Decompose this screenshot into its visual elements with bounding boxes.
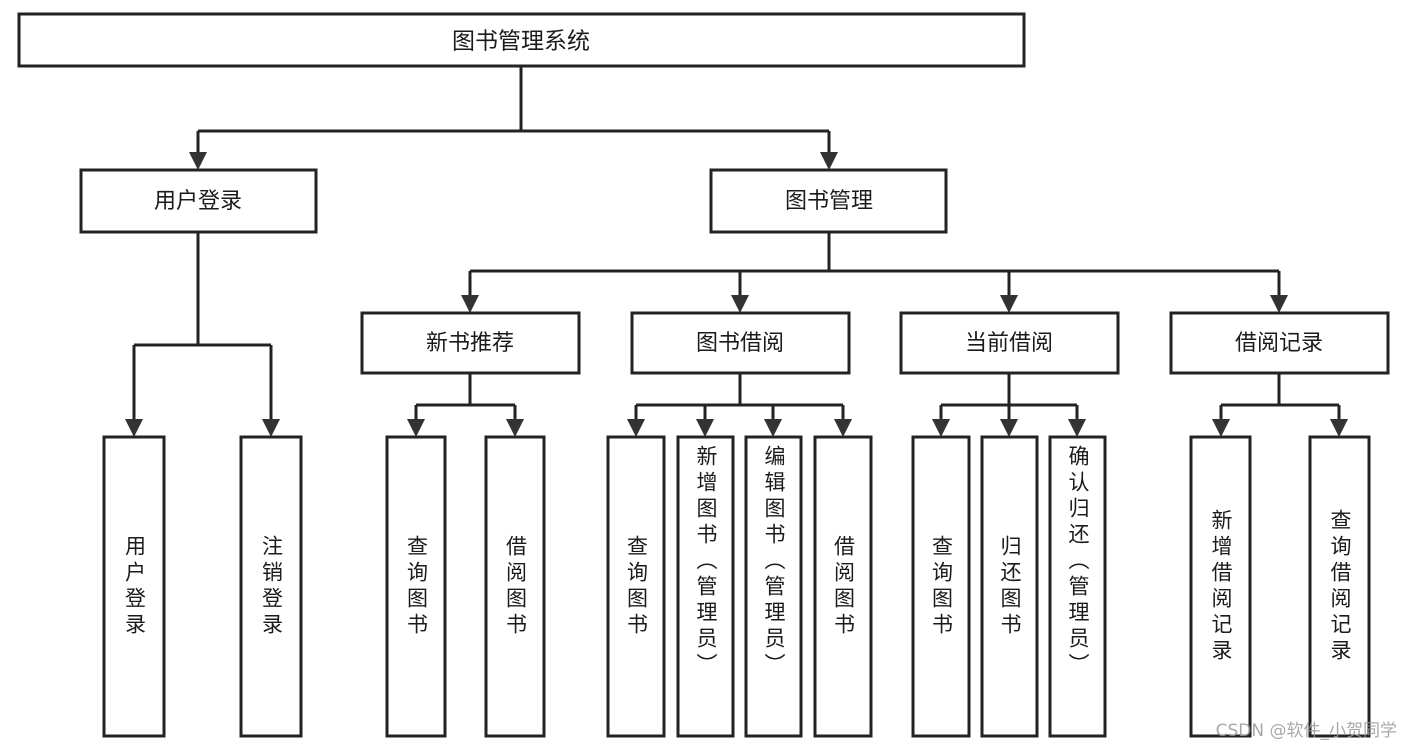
- connectors-bookborrow-to-leaves: [627, 373, 852, 437]
- leaf-edit-book[interactable]: [744, 435, 803, 738]
- node-new-book-recommend[interactable]: 新书推荐: [360, 311, 581, 375]
- node-root-label: 图书管理系统: [452, 29, 590, 55]
- arrow-to-leaf-borrow-book-1: [506, 419, 524, 437]
- arrow-to-leaf-add-record: [1212, 419, 1230, 437]
- arrow-to-leaf-query-book-2: [627, 419, 645, 437]
- leaf-return-book[interactable]: [980, 435, 1039, 738]
- arrow-to-leaf-add-book: [696, 419, 714, 437]
- arrow-to-leaf-query-book-3: [932, 419, 950, 437]
- node-book-borrow[interactable]: 图书借阅: [630, 311, 851, 375]
- connectors-bookmgmt-to-level3: [461, 232, 1288, 313]
- arrow-to-leaf-query-book-1: [407, 419, 425, 437]
- leaf-add-record[interactable]: [1189, 435, 1252, 738]
- leaf-query-book-3[interactable]: [911, 435, 971, 738]
- watermark-text: CSDN @软件_小贺同学: [1215, 721, 1397, 741]
- leaf-logout[interactable]: [239, 435, 303, 738]
- arrow-to-leaf-user-login: [125, 419, 143, 437]
- connectors-userlogin-to-leaves: [125, 232, 280, 437]
- arrow-to-current-borrow: [1000, 295, 1018, 313]
- leaf-borrow-book-1[interactable]: [484, 435, 546, 738]
- arrow-to-leaf-logout: [262, 419, 280, 437]
- node-book-management-label: 图书管理: [785, 189, 873, 214]
- arrow-to-leaf-borrow-book-2: [834, 419, 852, 437]
- leaf-query-book-2[interactable]: [606, 435, 666, 738]
- connectors-root-to-level2: [189, 66, 838, 170]
- arrow-to-book-borrow: [731, 295, 749, 313]
- arrow-to-leaf-confirm-return: [1068, 419, 1086, 437]
- leaf-query-book-1[interactable]: [385, 435, 447, 738]
- node-current-borrow[interactable]: 当前借阅: [899, 311, 1120, 375]
- connectors-newbook-to-leaves: [407, 373, 524, 437]
- arrow-to-borrow-record: [1270, 295, 1288, 313]
- node-user-login-label: 用户登录: [154, 189, 242, 214]
- arrow-to-new-book-recommend: [461, 295, 479, 313]
- node-current-borrow-label: 当前借阅: [965, 331, 1053, 356]
- node-borrow-record[interactable]: 借阅记录: [1169, 311, 1390, 375]
- arrow-to-leaf-return-book: [1000, 419, 1018, 437]
- arrow-to-book-management: [820, 152, 838, 170]
- leaf-query-record[interactable]: [1308, 435, 1371, 738]
- node-book-borrow-label: 图书借阅: [696, 331, 784, 356]
- leaf-confirm-return[interactable]: [1048, 435, 1107, 738]
- leaf-user-login[interactable]: [102, 435, 166, 738]
- leaf-add-book[interactable]: [676, 435, 735, 738]
- connectors-borrowrecord-to-leaves: [1212, 373, 1348, 437]
- node-new-book-recommend-label: 新书推荐: [426, 331, 514, 356]
- arrow-to-user-login: [189, 152, 207, 170]
- arrow-to-leaf-edit-book: [764, 419, 782, 437]
- arrow-to-leaf-query-record: [1330, 419, 1348, 437]
- connectors-currentborrow-to-leaves: [932, 373, 1086, 437]
- node-borrow-record-label: 借阅记录: [1235, 331, 1323, 356]
- leaf-borrow-book-2[interactable]: [813, 435, 873, 738]
- node-book-management[interactable]: 图书管理: [709, 168, 948, 234]
- node-root-system[interactable]: 图书管理系统: [17, 12, 1026, 68]
- node-user-login[interactable]: 用户登录: [79, 168, 318, 234]
